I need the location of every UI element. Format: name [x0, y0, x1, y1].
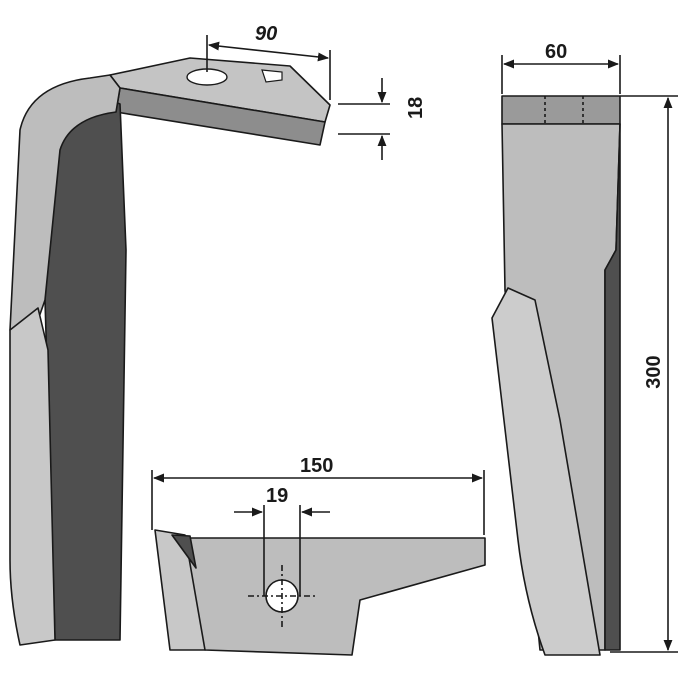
- blade-light-edge: [9, 74, 121, 331]
- dimension-top-hole-spacing: 90: [206, 23, 331, 100]
- blade-cutting-edge: [9, 307, 56, 646]
- blade-front-view: [491, 95, 621, 656]
- dimension-width: 60: [501, 41, 621, 94]
- dimension-thickness: 18: [338, 78, 427, 160]
- dimension-label-19: 19: [266, 485, 288, 507]
- blade-side-perspective-view: [9, 57, 331, 646]
- front-view-cutting-edge: [491, 287, 601, 656]
- flange-top-view: [154, 529, 486, 656]
- dimension-label-150: 150: [300, 455, 333, 477]
- blade-cross-section-dark: [171, 534, 197, 569]
- dimension-bottom-length: 150: [151, 455, 485, 535]
- front-view-mounting-block: [501, 95, 621, 125]
- blade-cross-section-light: [154, 529, 206, 651]
- dimension-hole-diameter: 19: [234, 485, 330, 596]
- dimension-label-18: 18: [405, 97, 427, 119]
- dimension-label-60: 60: [545, 41, 567, 63]
- flange-slot-notch: [261, 69, 283, 83]
- dimension-label-300: 300: [643, 355, 665, 388]
- dimension-length: 300: [610, 95, 678, 653]
- front-view-blade-bevel: [604, 123, 621, 651]
- dimension-label-90: 90: [255, 23, 277, 45]
- flange-top-view-plate: [184, 537, 486, 656]
